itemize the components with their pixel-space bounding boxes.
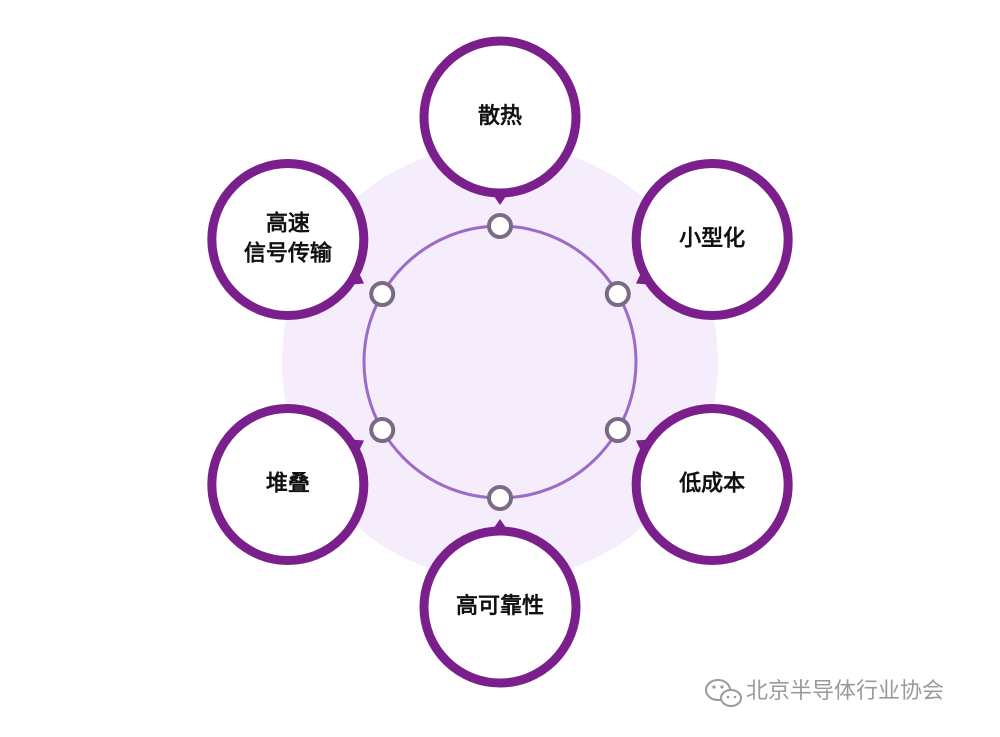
node-circle (207, 404, 369, 565)
node-label: 信号传输 (244, 241, 333, 267)
wechat-icon (705, 679, 742, 707)
node-circle (631, 404, 793, 565)
connector-dot (487, 213, 513, 239)
connector-dot (369, 417, 396, 443)
node-label: 堆叠 (266, 472, 310, 497)
node-label: 高可靠性 (456, 593, 544, 619)
connector-dot (369, 281, 396, 307)
node-label: 散热 (478, 103, 522, 129)
node-label: 高速 (266, 211, 310, 237)
background-disc (282, 144, 718, 580)
connector-dot (604, 281, 631, 307)
node-stacking: 堆叠 (207, 404, 369, 565)
node-circle (419, 36, 581, 198)
watermark: 北京半导体行业协会 (705, 679, 944, 707)
node-heat-dissipation: 散热 (419, 36, 581, 205)
node-label: 低成本 (678, 472, 745, 497)
node-circle (207, 159, 369, 320)
node-circle (419, 526, 581, 688)
node-circle (631, 159, 793, 320)
node-miniaturization: 小型化 (631, 159, 793, 320)
connector-dot (604, 417, 631, 443)
node-high-reliability: 高可靠性 (419, 519, 581, 688)
watermark-text: 北京半导体行业协会 (746, 679, 944, 704)
node-label: 小型化 (679, 226, 745, 252)
connector-dot (487, 485, 513, 511)
node-low-cost: 低成本 (631, 404, 793, 565)
